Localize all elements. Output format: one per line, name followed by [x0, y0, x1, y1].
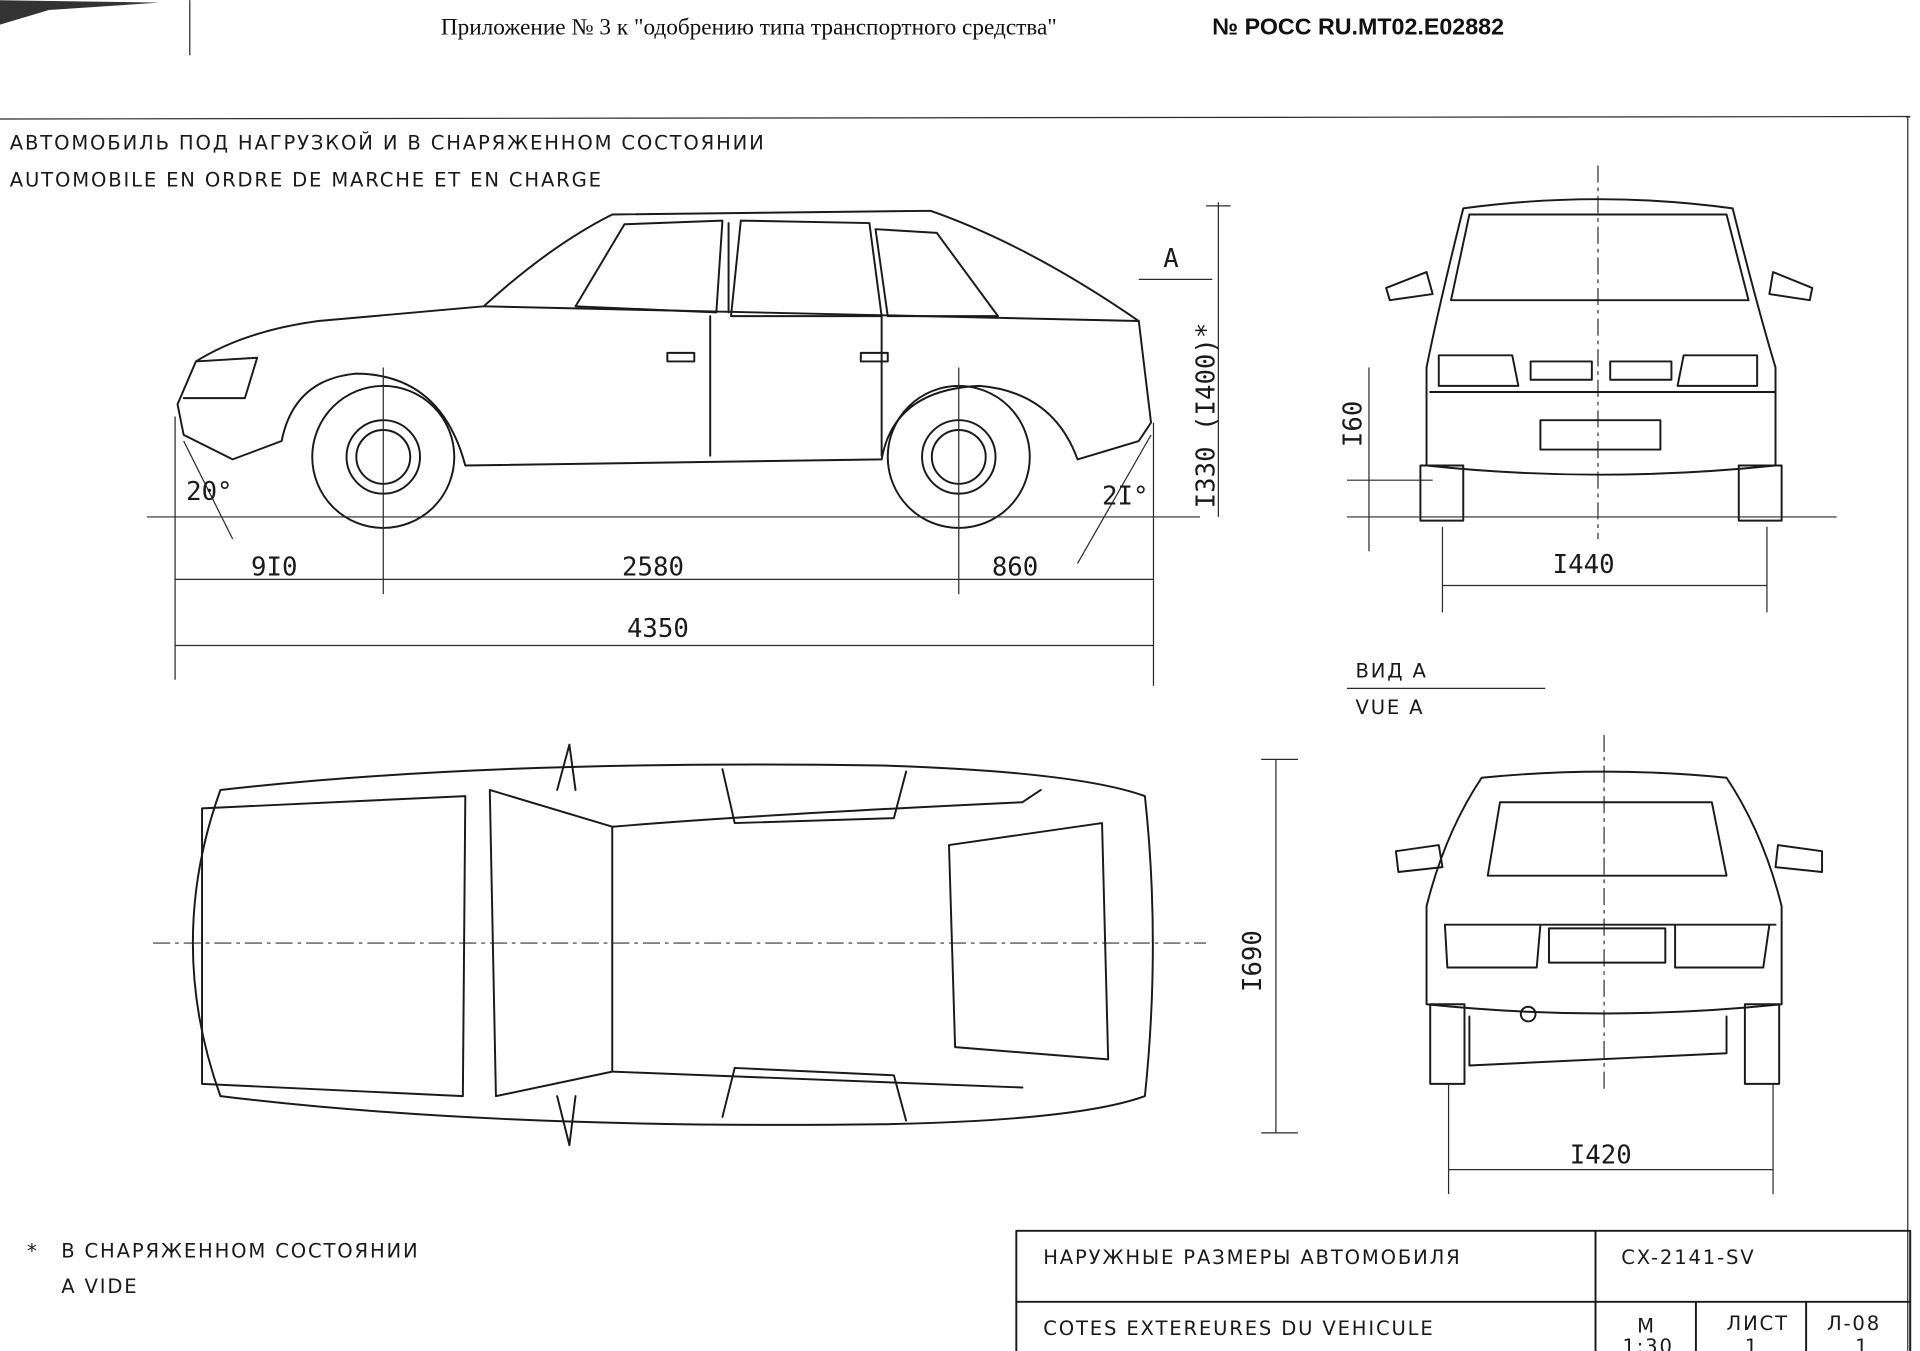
- dim-track-rear: I420: [1570, 1140, 1632, 1170]
- title-block-name-ru: НАРУЖНЫЕ РАЗМЕРЫ АВТОМОБИЛЯ: [1043, 1246, 1461, 1269]
- sheet-number: 1: [1745, 1335, 1759, 1351]
- view-marker-a: A: [1163, 244, 1179, 274]
- title-ru: АВТОМОБИЛЬ ПОД НАГРУЗКОЙ И В СНАРЯЖЕННОМ…: [10, 132, 766, 155]
- dim-ground-clearance: I60: [1339, 401, 1369, 447]
- footnote-fr: A VIDE: [61, 1275, 138, 1298]
- rear-view: [1394, 734, 1824, 1195]
- approach-angle: 20°: [186, 477, 232, 507]
- certificate-number: № РОСС RU.MT02.E02882: [1212, 13, 1504, 39]
- footnote-ru: В СНАРЯЖЕННОМ СОСТОЯНИИ: [61, 1240, 419, 1263]
- scan-corner-mark: [0, 0, 160, 25]
- view-caption-fr: VUE A: [1356, 696, 1425, 719]
- dim-width: I690: [1238, 930, 1268, 992]
- title-block: [1015, 1229, 1912, 1351]
- footnote-mark: *: [27, 1240, 39, 1263]
- scale-value: 1:30: [1622, 1335, 1673, 1351]
- dim-front-overhang: 9I0: [251, 553, 297, 583]
- document-code: Л-08: [1827, 1312, 1881, 1335]
- document-sub: 1: [1855, 1335, 1869, 1351]
- frame-top: [0, 115, 1911, 120]
- view-caption-ru: ВИД А: [1356, 659, 1428, 682]
- dim-rear-overhang: 860: [992, 553, 1038, 583]
- title-fr: AUTOMOBILE EN ORDRE DE MARCHE ET EN CHAR…: [10, 168, 603, 191]
- top-view: [153, 743, 1298, 1147]
- dim-wheelbase: 2580: [622, 553, 684, 583]
- dim-height: I330 (I400)*: [1192, 323, 1222, 509]
- scale-label: М: [1637, 1314, 1656, 1337]
- title-block-name-fr: COTES EXTEREURES DU VEHICULE: [1043, 1317, 1434, 1340]
- dim-length: 4350: [627, 614, 689, 644]
- departure-angle: 2I°: [1102, 482, 1148, 512]
- side-view: [146, 202, 1231, 686]
- model-code: CX-2141-SV: [1621, 1246, 1755, 1269]
- header-text: Приложение № 3 к "одобрению типа транспо…: [441, 14, 1057, 40]
- front-view: [1346, 165, 1837, 613]
- dim-track-front: I440: [1553, 550, 1615, 580]
- sheet-label: ЛИСТ: [1727, 1312, 1789, 1335]
